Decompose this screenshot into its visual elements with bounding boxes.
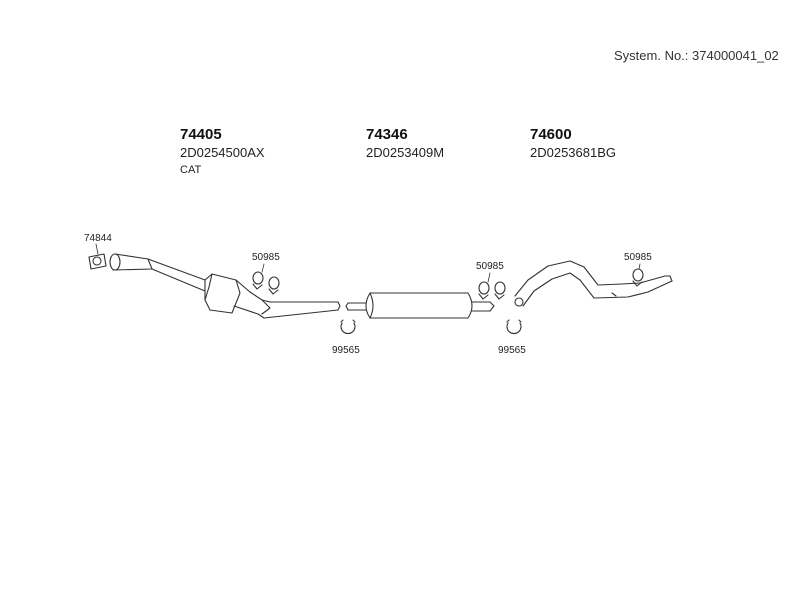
tail-pipe-74600 [514,260,673,307]
label-clamp-2: 50985 [476,261,504,272]
ring-99565-b [506,319,522,335]
middle-silencer-74346 [345,292,495,319]
label-ring-2: 99565 [498,345,526,356]
label-ring-1: 99565 [332,345,360,356]
clamp-50985-c [632,268,644,287]
clamp-50985-b [478,281,506,300]
part-number-tail-pipe: 74600 [530,126,572,143]
ring-99565-a [340,319,356,335]
part-number-middle-silencer: 74346 [366,126,408,143]
gasket-74844 [88,253,107,270]
part-note-cat: CAT [180,164,202,176]
part-number-catalytic: 74405 [180,126,222,143]
system-number: System. No.: 374000041_02 [614,48,779,63]
part-code-catalytic: 2D0254500AX [180,145,265,160]
clamp-50985-a [252,271,280,295]
label-clamp-1: 50985 [252,252,280,263]
part-code-tail-pipe: 2D0253681BG [530,145,617,160]
catalytic-converter-74405 [109,253,341,319]
label-clamp-3: 50985 [624,252,652,263]
label-gasket: 74844 [84,233,112,244]
part-code-middle-silencer: 2D0253409M [366,145,445,160]
